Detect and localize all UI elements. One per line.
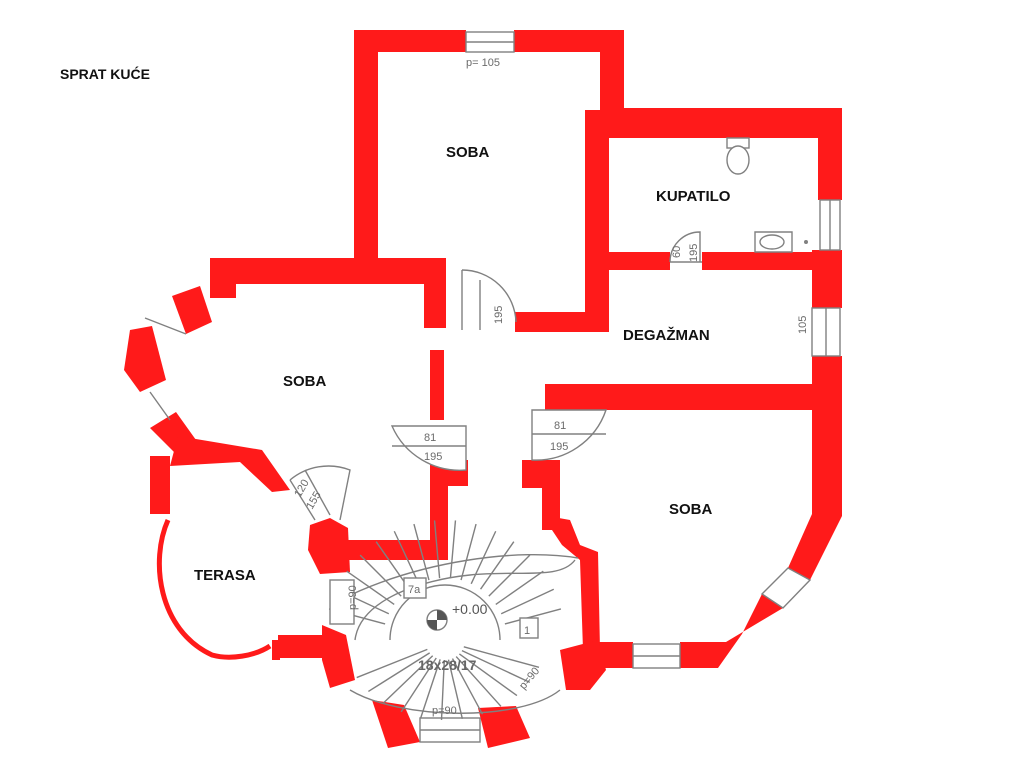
walls	[124, 30, 842, 748]
stair-tread	[458, 653, 518, 697]
stair-tread	[451, 658, 484, 715]
stair-step-first: 1	[524, 625, 530, 637]
dim-hall-door-h: 195	[493, 306, 505, 324]
dim-door-right-w: 81	[554, 420, 566, 432]
stair-tread	[400, 657, 437, 713]
stair-tread	[479, 541, 515, 590]
stair-tread	[455, 656, 502, 707]
stair-step-top: 7a	[408, 584, 421, 596]
plan-title: SPRAT KUĆE	[60, 65, 150, 82]
staircase	[328, 520, 579, 720]
window-corner	[760, 567, 812, 609]
stair-tread	[440, 659, 446, 720]
dim-terrace-door-h: 155	[304, 490, 324, 512]
dim-bath-door-h: 195	[688, 244, 700, 262]
dim-window-right: 105	[797, 316, 809, 334]
dim-stair-window-bottom: p=90	[432, 705, 457, 717]
stair-tread	[488, 554, 531, 597]
level-label: +0.00	[452, 601, 488, 617]
stair-tread	[356, 648, 428, 679]
room-label-terasa: TERASA	[194, 567, 256, 584]
stair-tread	[447, 659, 464, 719]
dim-stair-window-left: p=90	[347, 585, 359, 610]
stair-tread	[359, 554, 402, 597]
dim-window-top: p= 105	[466, 57, 500, 69]
stair-tread	[463, 646, 540, 669]
stair-tread	[420, 659, 441, 718]
windows	[144, 31, 841, 743]
stair-tread	[449, 520, 457, 579]
stair-spec: 18x28/17	[418, 657, 477, 673]
stair-tread	[500, 588, 555, 615]
stair-tread	[461, 649, 531, 684]
stair-tread	[504, 608, 562, 625]
dim-door-left-w: 81	[424, 432, 436, 444]
stair-tread	[368, 652, 431, 693]
toilet-icon	[726, 137, 750, 175]
dim-stair-window-right: p=90	[517, 665, 542, 692]
stair-tread	[346, 570, 395, 606]
stair-tread	[460, 523, 477, 581]
stair-tread	[382, 655, 434, 704]
stair-tread	[495, 570, 544, 606]
dim-bath-door-w: 60	[671, 246, 683, 258]
dim-door-left-h: 195	[424, 451, 442, 463]
room-label-soba-right: SOBA	[669, 501, 713, 518]
doors	[289, 231, 702, 521]
dim-door-right-h: 195	[550, 441, 568, 453]
stair-steps	[328, 520, 562, 720]
sink-icon	[754, 231, 808, 253]
room-label-kupatilo: KUPATILO	[656, 188, 731, 205]
stair-tread	[393, 530, 420, 585]
room-label-soba-top: SOBA	[446, 144, 490, 161]
room-label-degazman: DEGAŽMAN	[623, 326, 710, 344]
room-label-soba-left: SOBA	[283, 373, 327, 390]
stair-tread	[433, 520, 441, 579]
stair-tread	[413, 523, 430, 581]
stair-tread	[470, 530, 497, 585]
